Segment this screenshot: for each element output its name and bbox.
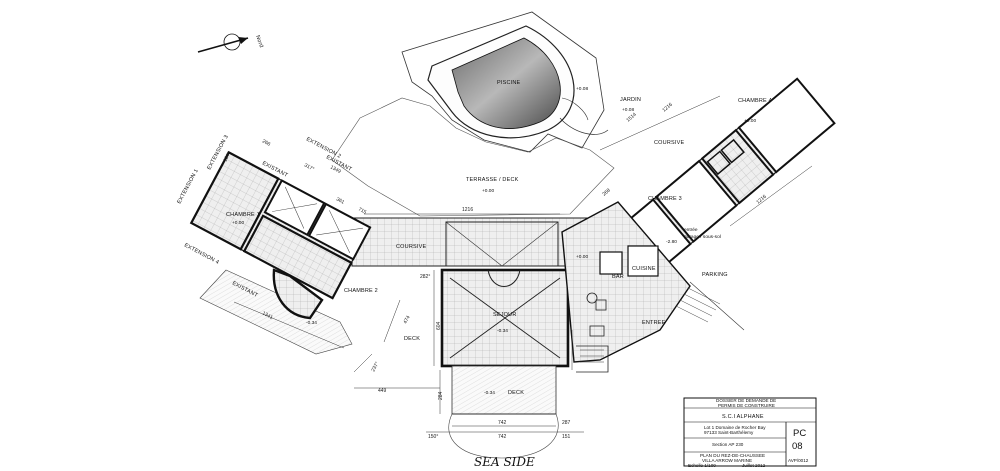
level-chambre4: +0.00	[744, 118, 756, 124]
label-entree-garage-1: entrée	[684, 227, 698, 233]
dim-449: 449	[378, 388, 387, 394]
room-label-piscine: PISCINE	[497, 80, 521, 86]
dimension-labels: 1216 1514 1216 1216 1341 449 742 742 150…	[222, 102, 768, 440]
dim-1216-ext: 1216	[755, 194, 768, 206]
tb-date: Juillet 2012	[742, 463, 766, 468]
sejour: SEJOUR -0.34	[440, 268, 570, 368]
terrace: TERRASSE / DECK +0.00 JARDIN +0.08	[331, 97, 641, 217]
left-wing	[189, 150, 372, 300]
level-left-round: -0.34	[306, 320, 317, 326]
dim-715: 715	[357, 206, 367, 215]
room-label-sejour: SEJOUR	[493, 312, 517, 318]
label-extension-1: EXTENSION 1	[176, 168, 199, 205]
pool-area: PISCINE +0.08	[401, 11, 609, 153]
tb-section: Section AP 230	[712, 442, 744, 447]
dim-1216-top: 1216	[462, 207, 473, 213]
label-entree-garage-2: garage / sous-sol	[684, 234, 721, 240]
level-terrasse: +0.00	[482, 188, 494, 194]
title-block: DOSSIER DE DEMANDE DE PERMIS DE CONSTRUI…	[683, 397, 817, 468]
room-label-chambre4: CHAMBRE 4	[738, 98, 772, 104]
label-extension-4: EXTENSION 4	[183, 242, 220, 265]
bottom-deck: DECK -0.34	[448, 365, 559, 459]
room-label-chambre2: CHAMBRE 2	[344, 288, 378, 294]
dim-187: 187°	[222, 151, 232, 163]
tb-address-2: 97133 Saint-Barthélemy	[704, 430, 754, 435]
dim-151: 151	[562, 434, 571, 440]
dim-266: 266	[261, 138, 271, 147]
label-extension-2: EXTENSION 2	[305, 136, 342, 159]
room-label-chambre1: CHAMBRE 1	[226, 212, 260, 218]
tb-header-1: DOSSIER DE DEMANDE DE	[716, 398, 776, 403]
level-sejour: -0.34	[497, 328, 508, 334]
north-arrow: Nord	[197, 33, 264, 53]
dim-150: 150°	[428, 434, 438, 440]
right-wing-labels: CHAMBRE 4 +0.00 COURSIVE CHAMBRE 3 +0.00…	[576, 98, 772, 326]
room-label-coursive-left: COURSIVE	[396, 244, 426, 250]
level-pool: +0.08	[576, 86, 588, 92]
dim-268: 268	[601, 187, 611, 197]
dim-237: 237°	[370, 361, 380, 373]
level-cuisine: -2.80	[666, 239, 677, 245]
room-label-coursive-right: COURSIVE	[654, 140, 684, 146]
room-label-chambre3: CHAMBRE 3	[648, 196, 682, 202]
tb-client: S.C.I ALPHANE	[722, 414, 764, 420]
dim-604: 604	[436, 321, 442, 330]
dim-1341: 1341	[261, 310, 274, 321]
dim-1514: 1514	[625, 112, 638, 124]
room-label-jardin: JARDIN	[620, 97, 641, 103]
dim-1349: 1349	[329, 164, 342, 175]
dim-282: 282°	[420, 274, 430, 280]
parking-stairs	[675, 281, 745, 331]
tb-pc-label: PC	[793, 428, 806, 439]
tb-header-2: PERMIS DE CONSTRUIRE	[718, 403, 775, 408]
room-label-terrasse: TERRASSE / DECK	[466, 177, 519, 183]
room-label-cuisine: CUISINE	[632, 266, 656, 272]
tb-drawing-1: PLAN DU REZ-DE-CHAUSSEE	[700, 453, 765, 458]
dim-474: 474	[402, 315, 411, 325]
room-label-bar: BAR	[612, 274, 624, 280]
room-label-entree: ENTREE	[642, 320, 666, 326]
tb-drawing-2: VILLA ARROW MARINE	[702, 458, 752, 463]
tb-address-1: Lot 1 Domaine de Rocher Bay	[704, 425, 766, 430]
level-chambre1: +0.00	[232, 220, 244, 226]
dim-287: 287	[562, 420, 571, 426]
dim-284: 284	[438, 391, 444, 400]
room-label-parking: PARKING	[702, 272, 728, 278]
level-jardin: +0.08	[622, 107, 634, 113]
tb-code: AVP/0012	[788, 458, 809, 463]
north-label: Nord	[254, 35, 264, 49]
left-deck: -0.34 DECK	[199, 268, 420, 355]
tb-pc-number: 08	[792, 441, 803, 452]
dim-317: 317°	[303, 162, 315, 172]
room-label-deck-bottom: DECK	[508, 390, 524, 396]
dimension-lines	[233, 95, 813, 433]
dim-361: 361	[335, 196, 345, 205]
level-right-mid: +0.00	[576, 254, 588, 260]
dim-1216-right: 1216	[661, 102, 674, 114]
level-deck-bottom: -0.34	[484, 390, 495, 396]
right-lower-block	[561, 201, 691, 373]
tb-scale: Echelle 1/100	[688, 463, 716, 468]
room-label-deck-left: DECK	[404, 336, 420, 342]
dim-742-b: 742	[498, 434, 507, 440]
handwritten-sea-side: SEA SIDE	[474, 455, 535, 469]
dim-742-a: 742	[498, 420, 507, 426]
central-coursive: COURSIVE	[351, 217, 623, 267]
